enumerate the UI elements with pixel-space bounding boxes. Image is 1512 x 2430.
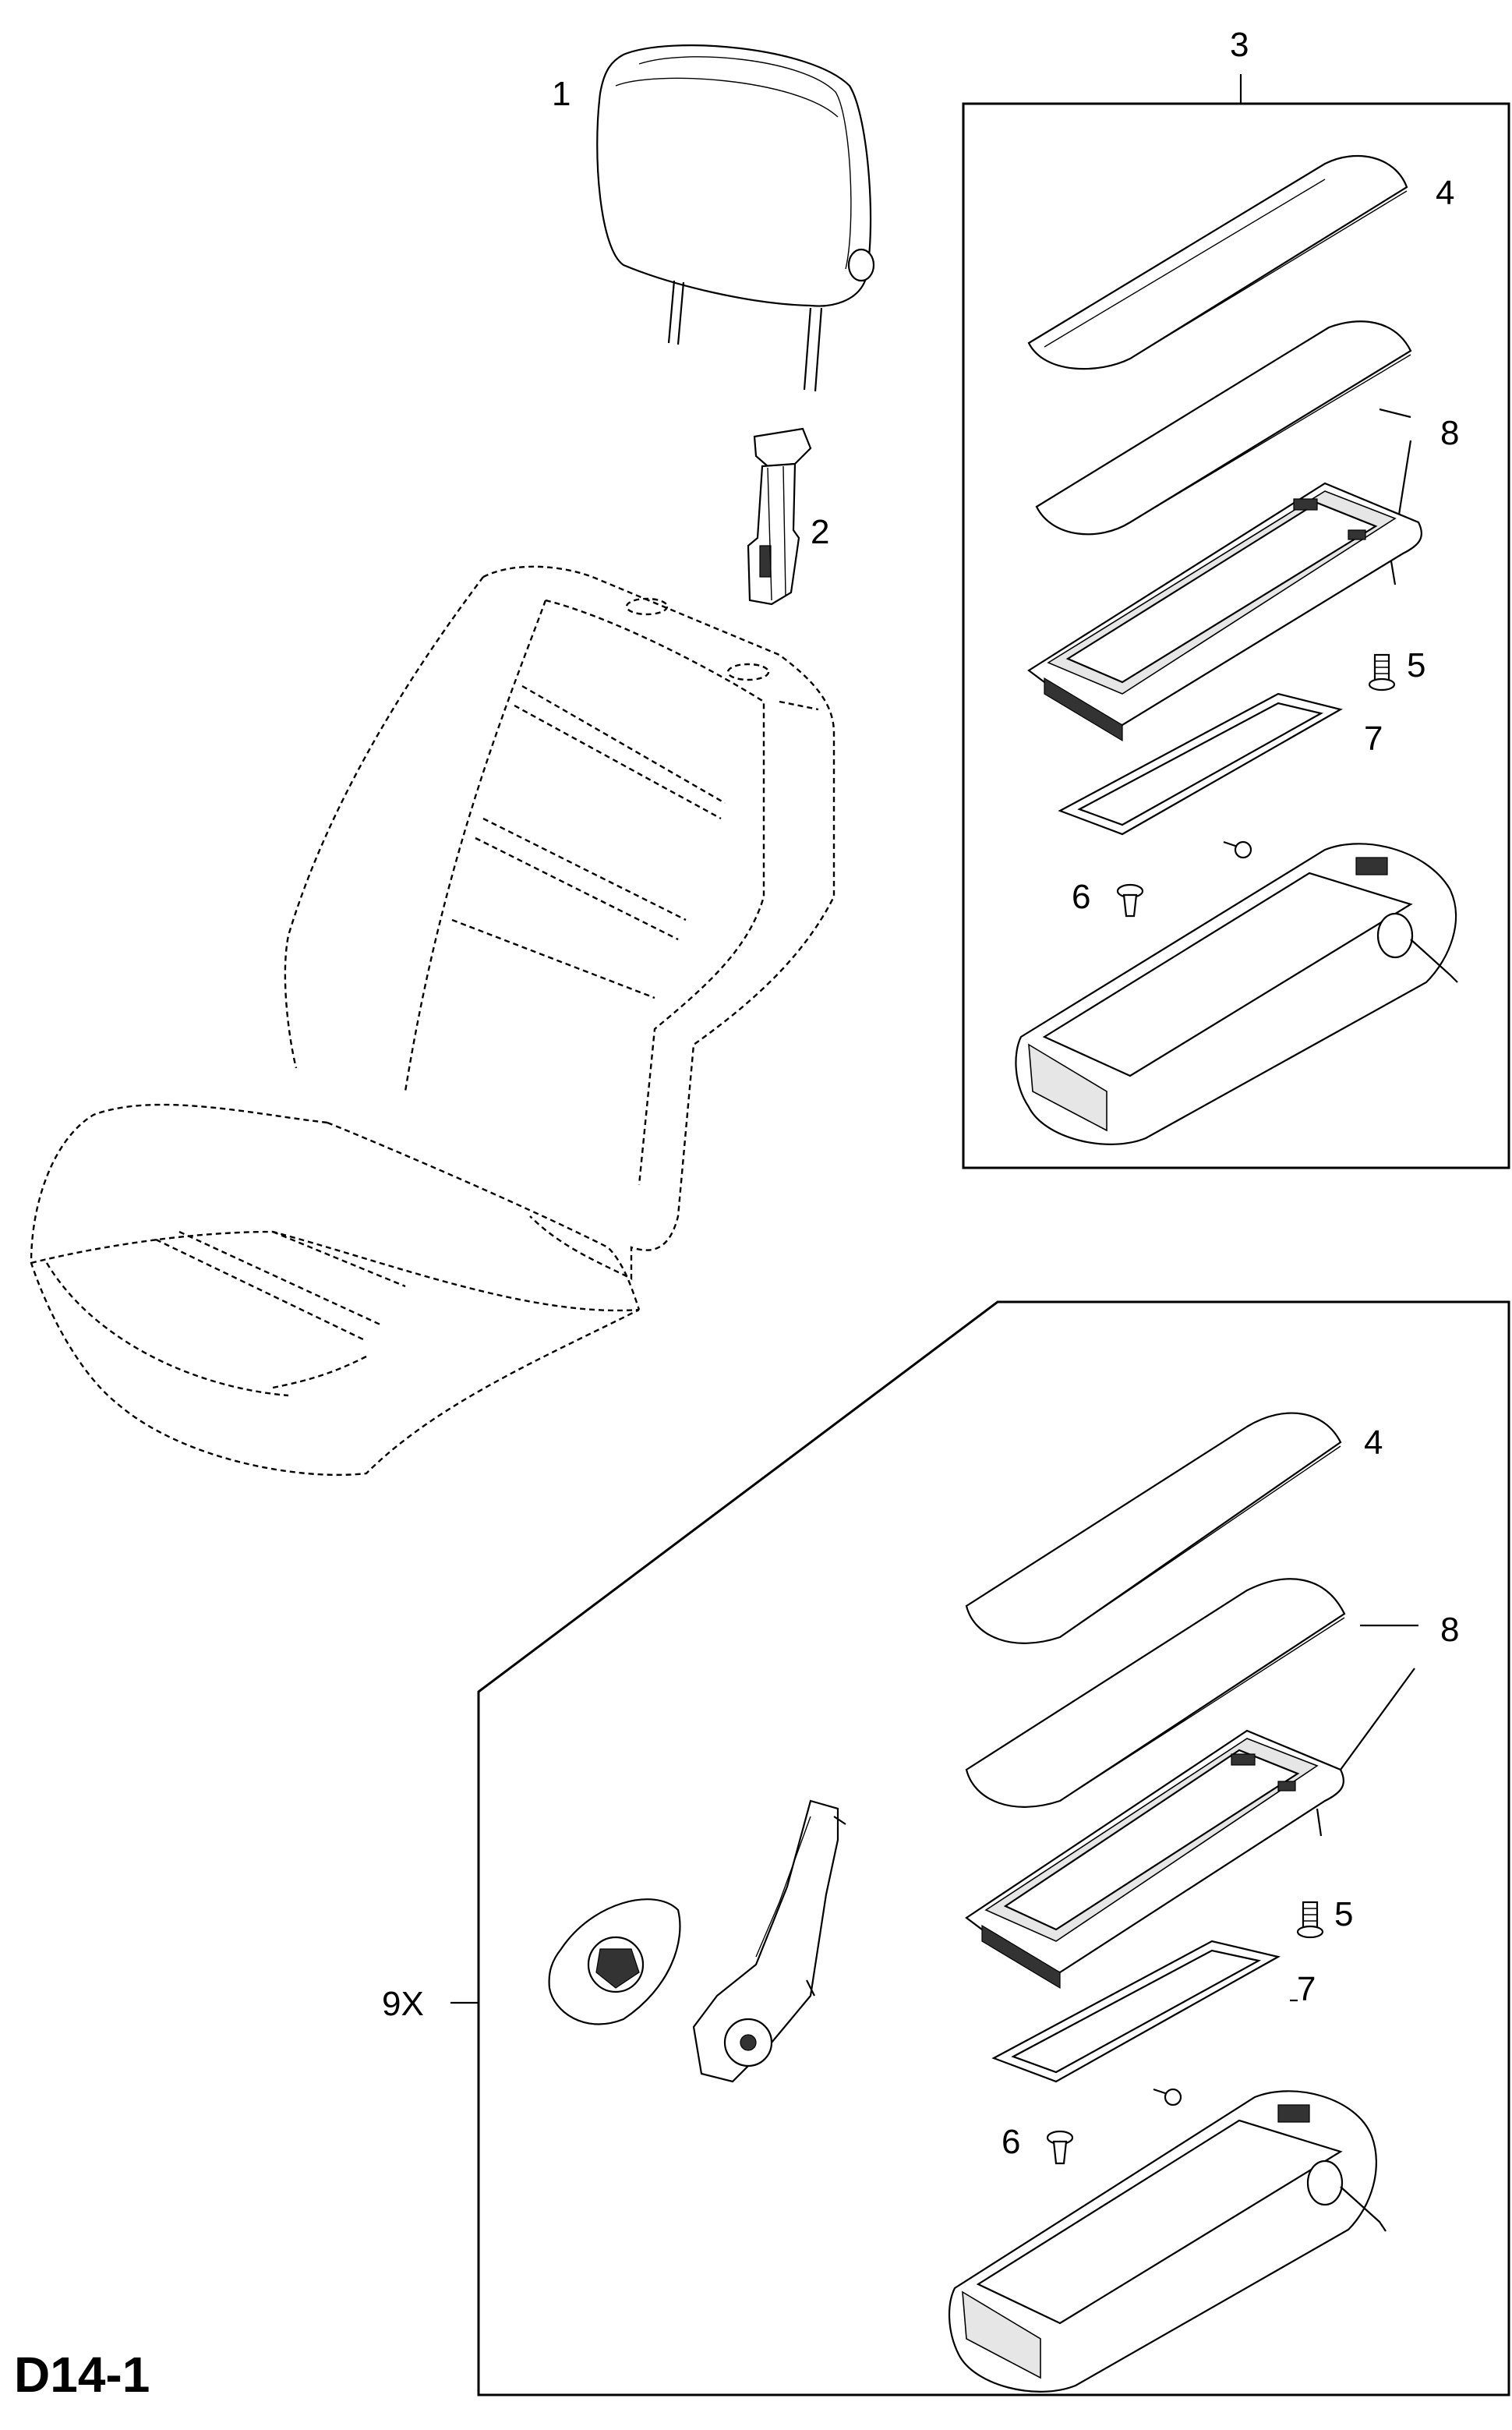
callout-8-lower: 8 (1440, 1611, 1459, 1649)
callout-3: 3 (1230, 26, 1249, 64)
callout-7-lower: 7 (1297, 1970, 1316, 2008)
leader-lines (1290, 408, 1412, 2002)
armrest-assembly-box (962, 74, 1510, 1169)
callout-2: 2 (811, 513, 829, 551)
screw-upper (1368, 653, 1396, 692)
armrest-cover-upper (1027, 154, 1408, 370)
callout-8-upper: 8 (1440, 414, 1459, 452)
hinge-mechanism (692, 1799, 846, 2083)
callout-9x: 9X (382, 1985, 424, 2023)
callout-6-lower: 6 (1002, 2123, 1020, 2161)
armrest-frame-lower (965, 1668, 1415, 1990)
callout-4-upper: 4 (1436, 174, 1454, 212)
armrest-base-lower (949, 2088, 1387, 2393)
hinge-cover (548, 1898, 681, 2025)
callout-5-lower: 5 (1334, 1895, 1353, 1933)
diagram-code: D14-1 (14, 2347, 150, 2403)
screw-lower (1296, 1901, 1324, 1939)
callout-1: 1 (552, 75, 571, 113)
armrest-cover-lower (965, 1412, 1342, 1644)
armrest-base-upper (1015, 840, 1458, 1145)
armrest-padding-upper (1035, 320, 1412, 536)
clip-lower (1046, 2130, 1074, 2165)
headrest (596, 44, 875, 392)
armrest-kit-box (450, 1300, 1510, 2396)
armrest-padding-lower (965, 1578, 1418, 1808)
callout-4-lower: 4 (1364, 1424, 1383, 1462)
seat-outline (30, 565, 835, 1477)
callout-7-upper: 7 (1364, 720, 1383, 758)
callout-6-upper: 6 (1072, 878, 1090, 916)
callout-5-upper: 5 (1407, 646, 1425, 684)
gasket-upper (1058, 692, 1343, 836)
gasket-lower (991, 1940, 1281, 2083)
clip-upper (1116, 883, 1144, 918)
headrest-guide (747, 427, 812, 606)
armrest-frame-upper (1027, 482, 1423, 742)
